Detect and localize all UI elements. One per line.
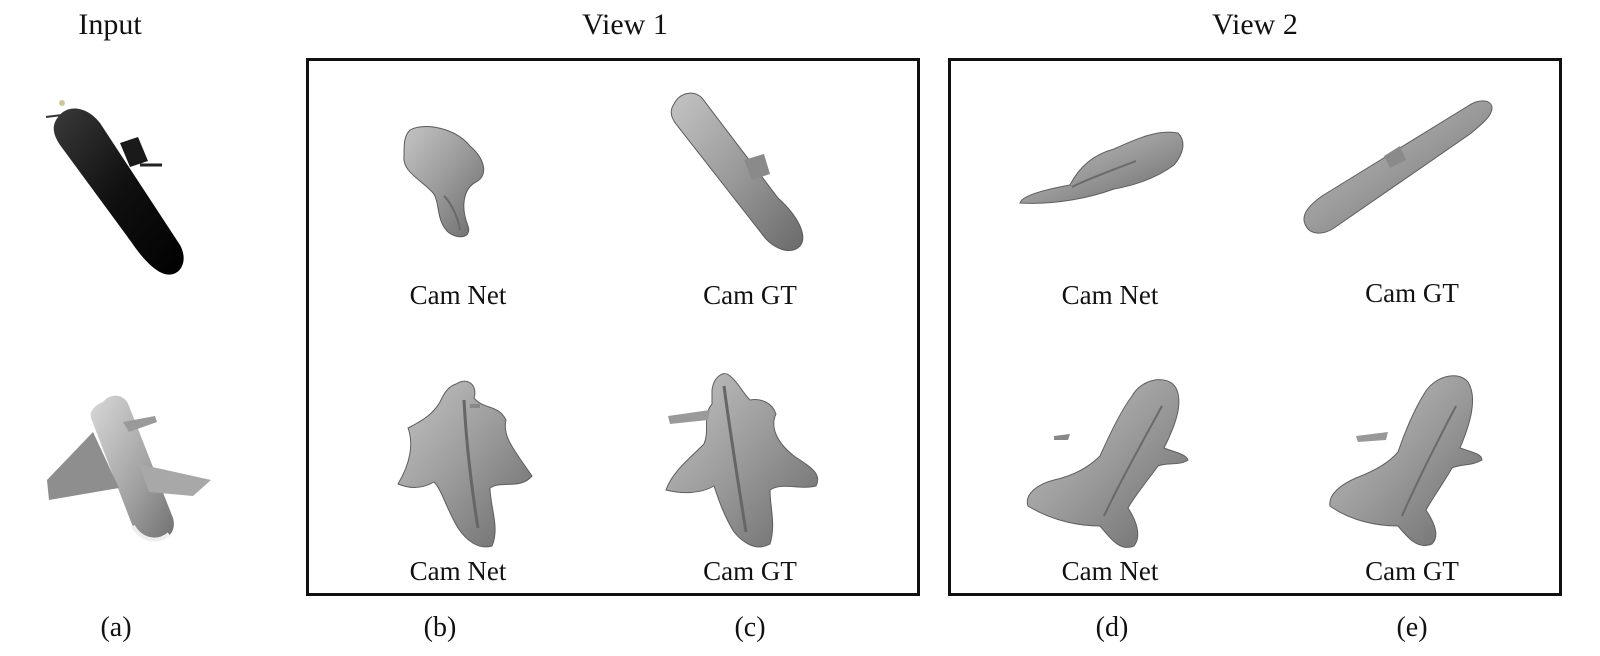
view1-bottom-right-caption: Cam GT — [703, 556, 797, 586]
subfigure-label-a: (a) — [100, 612, 132, 643]
subfigure-label-c: (c) — [734, 612, 766, 643]
submarine-input-image — [45, 100, 184, 275]
view2-cam-net-jet-mesh — [1026, 379, 1189, 548]
subfigure-label-b: (b) — [423, 612, 457, 643]
input-header: Input — [78, 8, 142, 41]
view2-top-right-caption: Cam GT — [1365, 278, 1459, 308]
view1-cam-net-jet-mesh — [397, 380, 533, 548]
subfigure-label-e: (e) — [1396, 612, 1428, 643]
view2-cam-gt-jet-mesh — [1329, 375, 1483, 546]
view1-bottom-left-caption: Cam Net — [409, 556, 507, 586]
view2-bottom-right-caption: Cam GT — [1365, 556, 1459, 586]
view1-cam-gt-submarine-mesh — [670, 92, 804, 251]
view2-header: View 2 — [1212, 8, 1298, 41]
view2-cam-net-submarine-mesh — [1019, 131, 1184, 204]
view1-header: View 1 — [582, 8, 668, 41]
view2-cam-gt-submarine-mesh — [1303, 100, 1493, 234]
view2-bottom-left-caption: Cam Net — [1061, 556, 1159, 586]
view1-cam-net-submarine-mesh — [403, 126, 485, 238]
view1-panel — [306, 58, 920, 596]
view1-cam-gt-jet-mesh — [665, 373, 819, 548]
subfigure-label-d: (d) — [1095, 612, 1129, 643]
jet-input-image — [47, 395, 211, 542]
view1-top-left-caption: Cam Net — [409, 280, 507, 310]
view1-top-right-caption: Cam GT — [703, 280, 797, 310]
view2-panel — [948, 58, 1562, 596]
view2-top-left-caption: Cam Net — [1061, 280, 1159, 310]
